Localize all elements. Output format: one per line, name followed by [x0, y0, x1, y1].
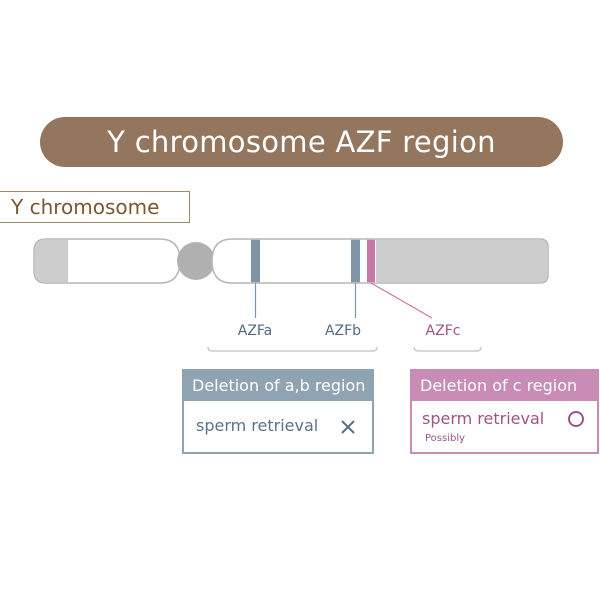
azfa-band	[251, 239, 260, 283]
deletion-c-possibly-note: Possibly	[425, 433, 466, 444]
chromosome-short-arm	[33, 238, 181, 284]
deletion-c-body: sperm retrieval Possibly	[412, 401, 597, 482]
azfc-label: AZFc	[425, 323, 461, 339]
diagram-title: Y chromosome AZF region	[40, 117, 563, 167]
azfb-band	[351, 239, 360, 283]
azfc-pointer-line	[370, 282, 433, 319]
chromosome-label: Y chromosome	[0, 191, 190, 223]
deletion-ab-sperm-retrieval: sperm retrieval	[196, 416, 319, 435]
ab-bracket	[207, 346, 378, 352]
azfc-band	[367, 239, 375, 283]
circle-icon	[568, 411, 584, 427]
deletion-c-sperm-retrieval: sperm retrieval	[422, 409, 545, 428]
azfb-label: AZFb	[324, 323, 362, 339]
deletion-c-header: Deletion of c region	[412, 371, 597, 401]
deletion-ab-body: sperm retrieval	[184, 401, 372, 482]
centromere	[177, 242, 215, 280]
deletion-ab-header: Deletion of a,b region	[184, 371, 372, 401]
azfa-label: AZFa	[237, 323, 273, 339]
chromosome-short-arm-tip	[34, 239, 68, 283]
deletion-ab-box: Deletion of a,b region sperm retrieval	[182, 369, 374, 454]
deletion-c-box: Deletion of c region sperm retrieval Pos…	[410, 369, 599, 454]
heterochromatin-region	[376, 239, 548, 283]
cross-icon	[341, 420, 355, 434]
c-bracket	[413, 346, 482, 352]
